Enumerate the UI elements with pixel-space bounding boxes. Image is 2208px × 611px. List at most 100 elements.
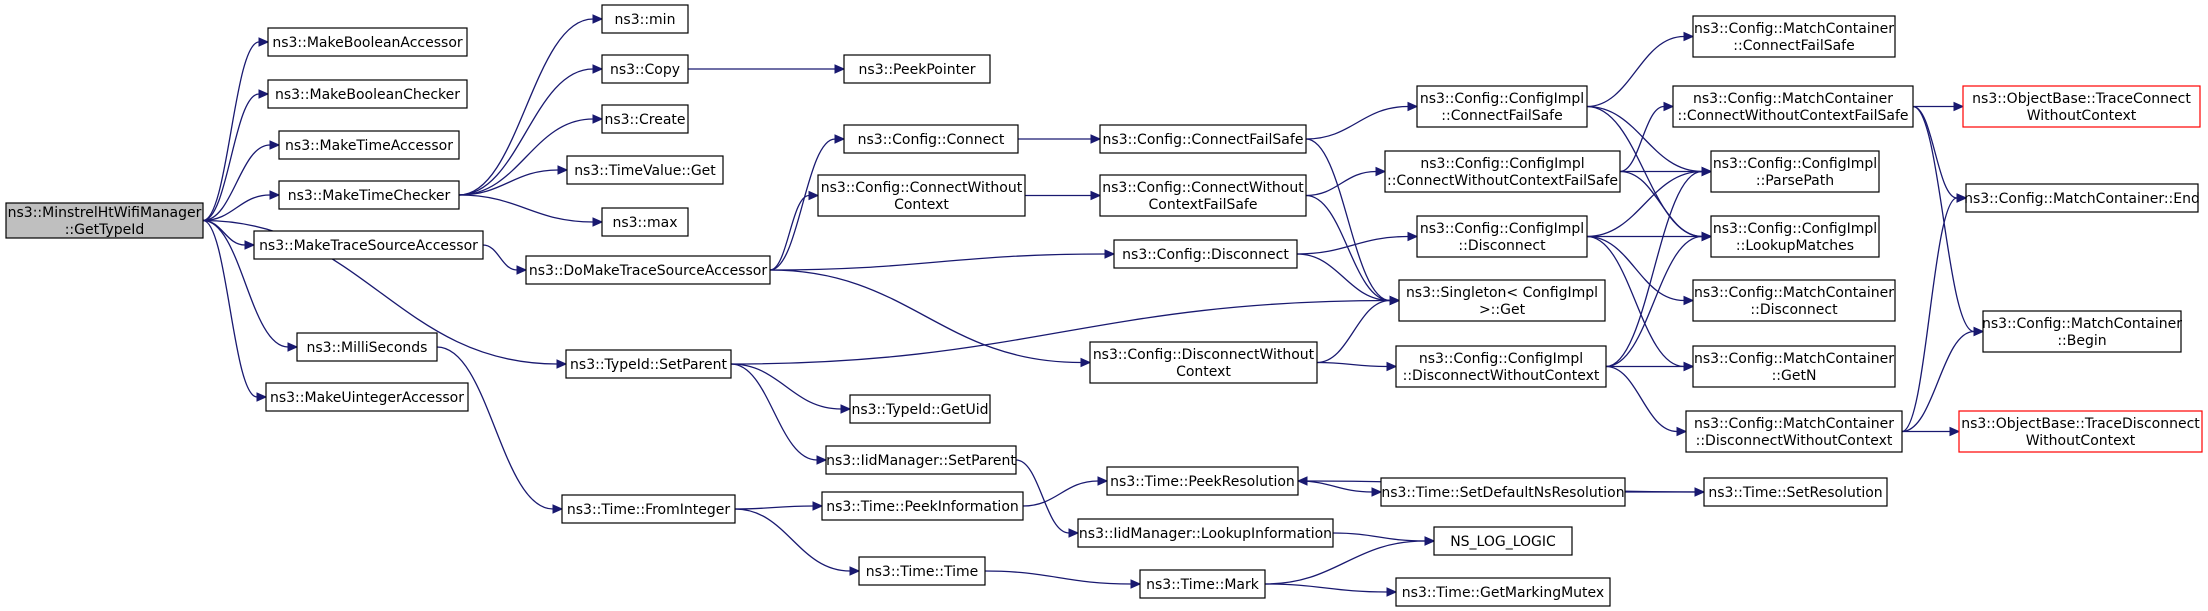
node-ccwc[interactable]: ns3::Config::ConnectWithoutContext [817, 174, 1026, 217]
node-imli[interactable]: ns3::IidManager::LookupInformation [1077, 518, 1334, 548]
node-mtsa[interactable]: ns3::MakeTraceSourceAccessor [253, 230, 484, 260]
node-box-cmcb[interactable] [1982, 310, 2182, 353]
node-mta[interactable]: ns3::MakeTimeAccessor [278, 130, 460, 160]
node-box-mtc[interactable] [278, 180, 460, 210]
node-box-imsp[interactable] [825, 445, 1017, 475]
node-mbc[interactable]: ns3::MakeBooleanChecker [267, 79, 468, 109]
node-mtc[interactable]: ns3::MakeTimeChecker [278, 180, 460, 210]
node-box-tsdnr[interactable] [1380, 477, 1626, 507]
node-tgmm[interactable]: ns3::Time::GetMarkingMutex [1395, 577, 1611, 607]
node-box-ccfs[interactable] [1099, 124, 1307, 154]
node-box-mta[interactable] [278, 130, 460, 160]
node-cmccwcfs[interactable]: ns3::Config::MatchContainer::ConnectWith… [1672, 85, 1914, 128]
node-cicwcfs[interactable]: ns3::Config::ConfigImpl::ConnectWithoutC… [1384, 150, 1621, 193]
node-box-peekptr[interactable] [843, 54, 991, 84]
node-box-root[interactable] [5, 202, 204, 239]
node-box-nll[interactable] [1433, 526, 1573, 556]
node-obtd[interactable]: ns3::ObjectBase::TraceDisconnectWithoutC… [1958, 410, 2203, 453]
node-box-tmark[interactable] [1139, 569, 1266, 599]
node-box-cmce[interactable] [1965, 183, 2199, 213]
node-box-tsr[interactable] [1703, 477, 1888, 507]
node-max[interactable]: ns3::max [601, 207, 689, 237]
node-nll[interactable]: NS_LOG_LOGIC [1433, 526, 1573, 556]
node-cdisc[interactable]: ns3::Config::Disconnect [1113, 239, 1298, 269]
node-tsp[interactable]: ns3::TypeId::SetParent [565, 349, 732, 379]
node-box-ccwc[interactable] [817, 174, 1026, 217]
node-tmark[interactable]: ns3::Time::Mark [1139, 569, 1266, 599]
node-box-obtc[interactable] [1962, 85, 2201, 128]
node-cmcb[interactable]: ns3::Config::MatchContainer::Begin [1982, 310, 2182, 353]
node-cidwc[interactable]: ns3::Config::ConfigImpl::DisconnectWitho… [1395, 345, 1607, 388]
node-mua[interactable]: ns3::MakeUintegerAccessor [265, 382, 469, 412]
node-box-mtsa[interactable] [253, 230, 484, 260]
node-box-sget[interactable] [1398, 279, 1606, 322]
node-box-tgu[interactable] [849, 394, 991, 424]
node-box-imli[interactable] [1077, 518, 1334, 548]
node-root[interactable]: ns3::MinstrelHtWifiManager::GetTypeId [5, 202, 204, 239]
node-ccwcfs[interactable]: ns3::Config::ConnectWithoutContextFailSa… [1099, 174, 1307, 217]
node-tsr[interactable]: ns3::Time::SetResolution [1703, 477, 1888, 507]
node-cicfs[interactable]: ns3::Config::ConfigImpl::ConnectFailSafe [1416, 85, 1588, 128]
node-box-cmcgn[interactable] [1692, 345, 1896, 388]
node-box-tvget[interactable] [566, 155, 724, 185]
node-box-tfi[interactable] [561, 494, 736, 524]
node-box-ccwcfs[interactable] [1099, 174, 1307, 217]
node-tgu[interactable]: ns3::TypeId::GetUid [849, 394, 991, 424]
node-tsdnr[interactable]: ns3::Time::SetDefaultNsResolution [1380, 477, 1626, 507]
node-box-dmtsa[interactable] [525, 255, 771, 285]
node-cipp[interactable]: ns3::Config::ConfigImpl::ParsePath [1710, 150, 1880, 193]
node-cmccfs[interactable]: ns3::Config::MatchContainer::ConnectFail… [1692, 15, 1896, 58]
node-peekptr[interactable]: ns3::PeekPointer [843, 54, 991, 84]
node-tpr[interactable]: ns3::Time::PeekResolution [1106, 466, 1299, 496]
node-ccfs[interactable]: ns3::Config::ConnectFailSafe [1099, 124, 1307, 154]
node-box-mbc[interactable] [267, 79, 468, 109]
node-cmce[interactable]: ns3::Config::MatchContainer::End [1964, 183, 2200, 213]
node-box-cmccfs[interactable] [1692, 15, 1896, 58]
node-ms[interactable]: ns3::MilliSeconds [296, 332, 438, 362]
node-box-cipp[interactable] [1710, 150, 1880, 193]
node-box-copy[interactable] [601, 54, 689, 84]
node-cmcdwc[interactable]: ns3::Config::MatchContainer::DisconnectW… [1685, 410, 1903, 453]
node-tvget[interactable]: ns3::TimeValue::Get [566, 155, 724, 185]
node-box-max[interactable] [601, 207, 689, 237]
node-box-tpr[interactable] [1106, 466, 1299, 496]
node-cilm[interactable]: ns3::Config::ConfigImpl::LookupMatches [1710, 215, 1880, 258]
node-box-cdwc[interactable] [1089, 341, 1318, 384]
node-cmcgn[interactable]: ns3::Config::MatchContainer::GetN [1692, 345, 1896, 388]
node-box-create[interactable] [601, 104, 689, 134]
node-create[interactable]: ns3::Create [601, 104, 689, 134]
node-box-obtd[interactable] [1958, 410, 2203, 453]
node-box-mba[interactable] [267, 27, 468, 57]
node-box-cmcdwc[interactable] [1685, 410, 1903, 453]
node-box-cconn[interactable] [843, 124, 1019, 154]
node-box-ttime[interactable] [858, 556, 986, 586]
node-cdwc[interactable]: ns3::Config::DisconnectWithoutContext [1089, 341, 1318, 384]
node-box-cidwc[interactable] [1395, 345, 1607, 388]
node-box-ms[interactable] [296, 332, 438, 362]
node-box-cicwcfs[interactable] [1384, 150, 1621, 193]
node-box-min[interactable] [601, 4, 689, 34]
node-tfi[interactable]: ns3::Time::FromInteger [561, 494, 736, 524]
node-min[interactable]: ns3::min [601, 4, 689, 34]
node-box-cid[interactable] [1416, 215, 1588, 258]
node-box-tpi[interactable] [821, 491, 1024, 521]
node-cconn[interactable]: ns3::Config::Connect [843, 124, 1019, 154]
node-tpi[interactable]: ns3::Time::PeekInformation [821, 491, 1024, 521]
node-imsp[interactable]: ns3::IidManager::SetParent [825, 445, 1017, 475]
node-dmtsa[interactable]: ns3::DoMakeTraceSourceAccessor [525, 255, 771, 285]
node-box-cicfs[interactable] [1416, 85, 1588, 128]
node-copy[interactable]: ns3::Copy [601, 54, 689, 84]
node-cmcd[interactable]: ns3::Config::MatchContainer::Disconnect [1692, 279, 1896, 322]
node-box-cmcd[interactable] [1692, 279, 1896, 322]
node-box-cilm[interactable] [1710, 215, 1880, 258]
node-obtc[interactable]: ns3::ObjectBase::TraceConnectWithoutCont… [1962, 85, 2201, 128]
node-sget[interactable]: ns3::Singleton< ConfigImpl >::Get [1398, 279, 1606, 322]
node-cid[interactable]: ns3::Config::ConfigImpl::Disconnect [1416, 215, 1588, 258]
node-box-cmccwcfs[interactable] [1672, 85, 1914, 128]
node-box-mua[interactable] [265, 382, 469, 412]
node-box-tsp[interactable] [565, 349, 732, 379]
node-box-cdisc[interactable] [1113, 239, 1298, 269]
node-box-tgmm[interactable] [1395, 577, 1611, 607]
node-mba[interactable]: ns3::MakeBooleanAccessor [267, 27, 468, 57]
node-ttime[interactable]: ns3::Time::Time [858, 556, 986, 586]
